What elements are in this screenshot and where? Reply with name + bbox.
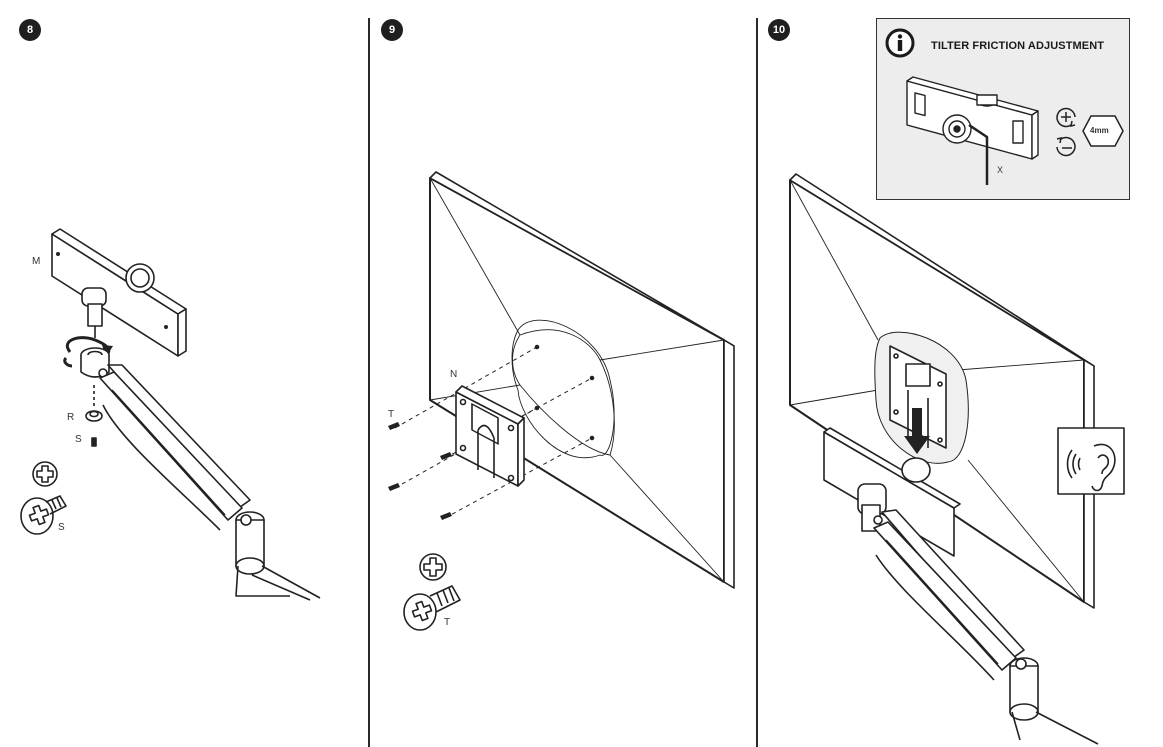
phillips-screwdriver-icon xyxy=(32,461,58,487)
plus-rotate-icon xyxy=(1056,107,1076,128)
part-label-t: T xyxy=(388,409,395,420)
ear-click-icon xyxy=(1057,427,1125,495)
step-8-illustration xyxy=(20,228,321,601)
step-10-illustration xyxy=(789,173,1125,745)
part-label-t: T xyxy=(444,617,451,628)
hex-key-size: 4mm xyxy=(1090,126,1109,135)
part-label-r: R xyxy=(67,412,75,423)
tilter-friction-info-panel: TILTER FRICTION ADJUSTMENT X xyxy=(876,18,1130,200)
part-label-s: S xyxy=(58,522,65,533)
step-9-illustration xyxy=(388,171,735,631)
screw-icon xyxy=(20,495,67,535)
step-number-badge: 10 xyxy=(768,19,790,41)
screw-icon xyxy=(403,585,461,631)
panel-divider xyxy=(368,18,370,747)
step-number-badge: 9 xyxy=(381,19,403,41)
info-panel-title: TILTER FRICTION ADJUSTMENT xyxy=(931,40,1105,52)
part-label-n: N xyxy=(450,369,458,380)
part-label-x: X xyxy=(997,165,1004,175)
step-number-badge: 8 xyxy=(19,19,41,41)
panel-divider xyxy=(756,18,758,747)
phillips-screwdriver-icon xyxy=(419,553,447,581)
tilter-detail-illustration xyxy=(906,76,1039,185)
hex-key-icon xyxy=(1082,115,1124,147)
part-label-m: M xyxy=(32,256,41,267)
down-arrow-icon xyxy=(904,408,930,454)
info-icon xyxy=(885,28,915,58)
minus-rotate-icon xyxy=(1056,136,1076,157)
part-label-s: S xyxy=(75,434,82,445)
